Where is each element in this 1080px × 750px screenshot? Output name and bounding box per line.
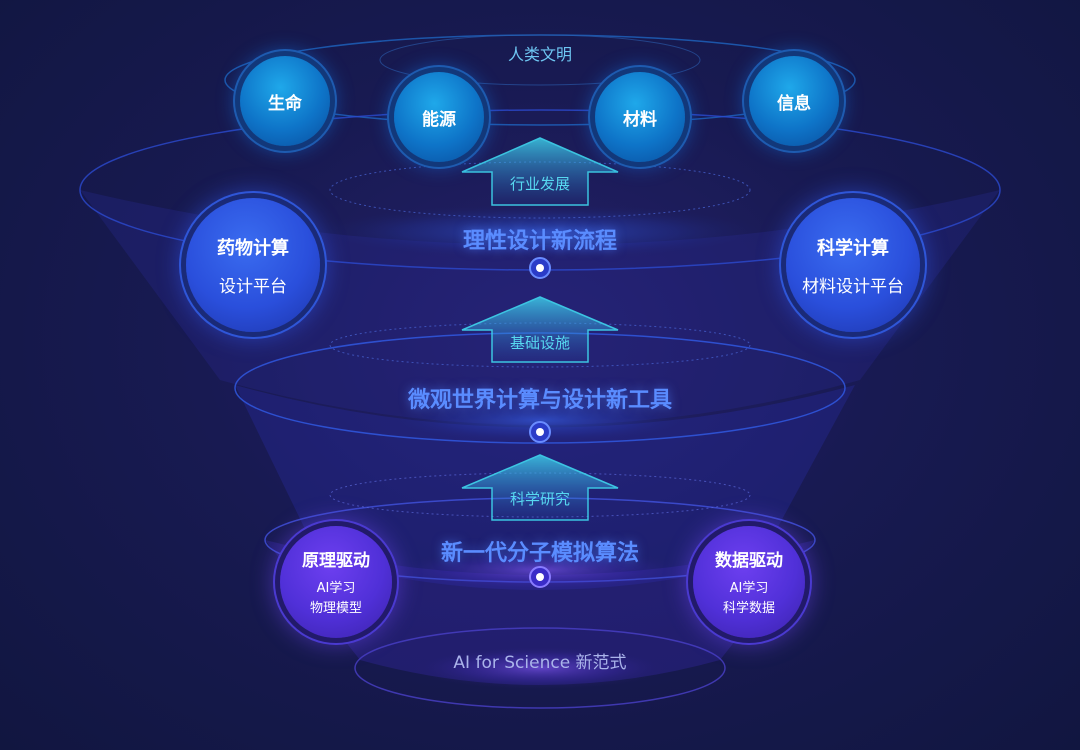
- center-dot-icon: [529, 566, 551, 588]
- center-dot-icon: [529, 257, 551, 279]
- driver-line: 科学数据: [722, 600, 775, 616]
- center-dot-icon: [529, 421, 551, 443]
- arrow-up-icon: [461, 137, 619, 206]
- field-node-energy: 能源: [394, 72, 484, 162]
- arrow-up-icon: [461, 296, 619, 363]
- driver-data: 数据驱动 AI学习 科学数据: [693, 526, 805, 638]
- top-title: 人类文明: [507, 45, 572, 64]
- driver-principle: 原理驱动 AI学习 物理模型: [280, 526, 392, 638]
- field-label: 生命: [268, 93, 302, 114]
- platform-title: 药物计算: [217, 237, 289, 259]
- arrow-label-infrastructure: 基础设施: [509, 334, 570, 352]
- field-node-life: 生命: [240, 56, 330, 146]
- platform-materials: 科学计算 材料设计平台: [786, 198, 920, 332]
- platform-drug: 药物计算 设计平台: [186, 198, 320, 332]
- arrow-up-icon: [461, 454, 619, 521]
- driver-line: AI学习: [316, 580, 356, 596]
- layer-title-process: 理性设计新流程: [462, 229, 617, 254]
- field-node-materials: 材料: [595, 72, 685, 162]
- field-label: 能源: [422, 109, 456, 130]
- driver-title: 原理驱动: [302, 550, 370, 571]
- platform-subtitle: 材料设计平台: [802, 276, 904, 297]
- arrow-label-industry: 行业发展: [509, 175, 570, 193]
- driver-title: 数据驱动: [715, 550, 783, 571]
- layer-title-algorithms: 新一代分子模拟算法: [440, 541, 639, 566]
- field-node-information: 信息: [749, 56, 839, 146]
- field-label: 材料: [623, 109, 657, 130]
- field-label: 信息: [777, 93, 811, 114]
- layer-title-tools: 微观世界计算与设计新工具: [407, 388, 672, 413]
- arrow-label-research: 科学研究: [509, 490, 570, 508]
- driver-line: 物理模型: [309, 600, 362, 616]
- driver-line: AI学习: [729, 580, 769, 596]
- bottom-title: AI for Science 新范式: [453, 653, 627, 673]
- platform-subtitle: 设计平台: [219, 276, 287, 297]
- platform-title: 科学计算: [817, 237, 889, 259]
